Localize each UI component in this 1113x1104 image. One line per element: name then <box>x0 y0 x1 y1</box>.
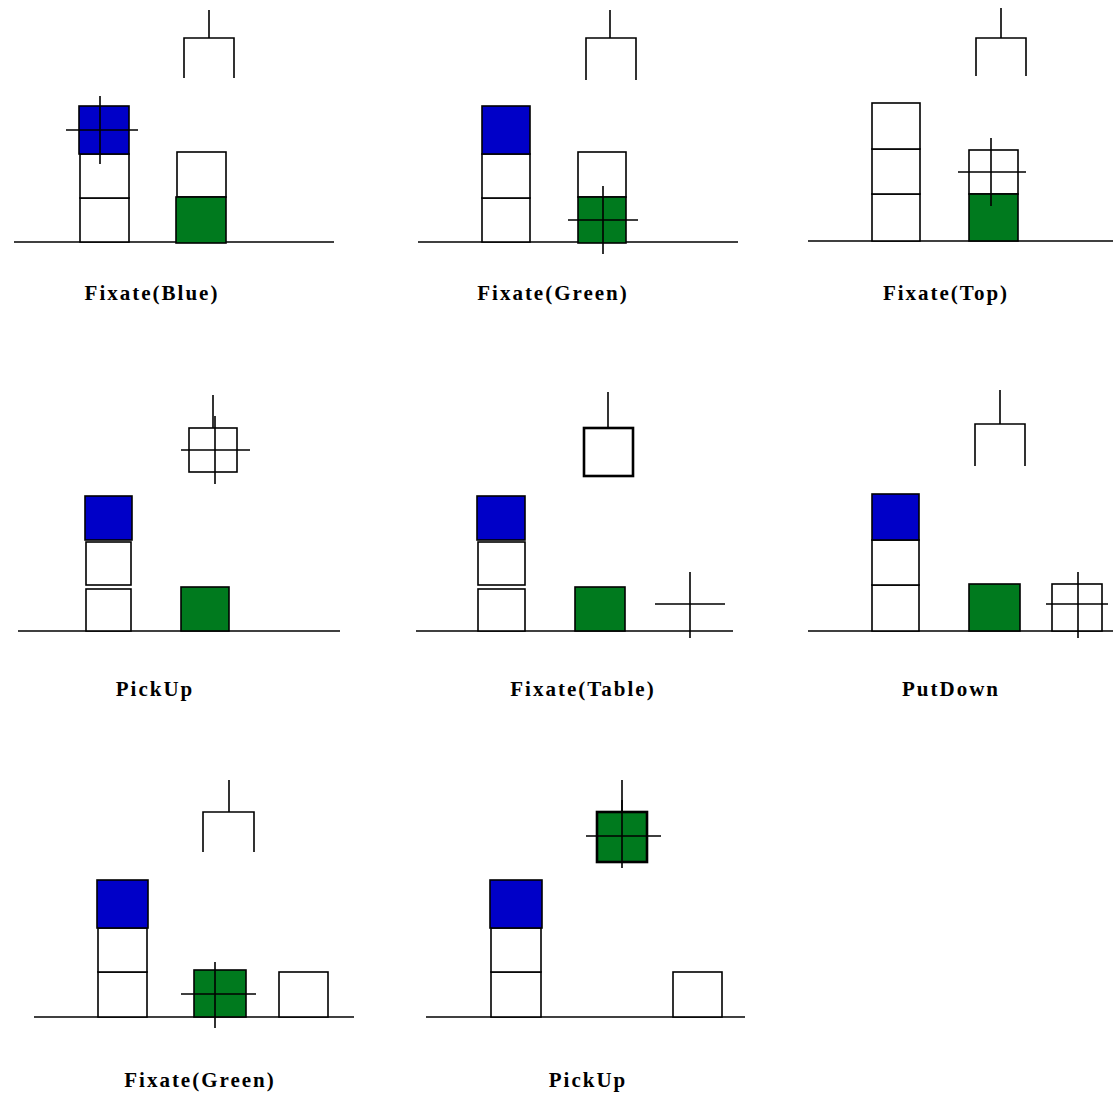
block <box>1052 584 1102 631</box>
block <box>872 540 919 585</box>
caption-slot: PickUp <box>116 677 195 702</box>
blue-block <box>872 494 919 540</box>
panel <box>418 10 738 254</box>
block <box>872 103 920 149</box>
caption-slot: PickUp <box>549 1068 628 1093</box>
gripper <box>586 10 636 80</box>
panel <box>808 390 1113 638</box>
table-line <box>808 240 1113 242</box>
block <box>86 542 131 585</box>
block <box>491 928 541 972</box>
block <box>279 972 328 1017</box>
action-label: PickUp <box>116 677 195 702</box>
crosshair <box>958 138 1026 206</box>
block <box>872 149 920 194</box>
blue-block <box>482 106 530 154</box>
crosshair <box>655 572 725 638</box>
blue-block <box>97 880 148 928</box>
block <box>478 542 525 585</box>
table-line <box>18 630 340 632</box>
green-block <box>575 587 625 631</box>
panel <box>14 10 334 243</box>
block <box>673 972 722 1017</box>
green-block <box>181 587 229 631</box>
block <box>98 928 147 972</box>
caption-slot: Fixate(Top) <box>883 281 1009 306</box>
gripper <box>607 392 609 428</box>
caption-slot: Fixate(Green) <box>477 281 629 306</box>
crosshair <box>568 186 638 254</box>
block <box>177 152 226 197</box>
crosshair <box>181 962 256 1028</box>
crosshair <box>586 800 661 868</box>
action-label: PickUp <box>549 1068 628 1093</box>
action-label: Fixate(Blue) <box>85 281 220 306</box>
crosshair <box>181 416 250 484</box>
panel <box>416 392 733 638</box>
block <box>482 154 530 198</box>
blue-block <box>477 496 525 540</box>
block <box>478 589 525 631</box>
caption-slot: Fixate(Table) <box>510 677 655 702</box>
block <box>80 154 129 198</box>
green-block <box>969 584 1020 631</box>
action-label: Fixate(Table) <box>510 677 655 702</box>
panel <box>426 780 745 1017</box>
block <box>491 972 541 1017</box>
green-block <box>176 197 226 243</box>
blue-block <box>490 880 542 928</box>
panel <box>18 395 340 631</box>
crosshair <box>1046 572 1108 638</box>
held-block <box>584 428 633 476</box>
block <box>578 152 626 197</box>
gripper <box>184 10 234 78</box>
action-label: PutDown <box>902 677 1000 702</box>
blue-block <box>85 496 132 540</box>
action-label: Fixate(Green) <box>124 1068 276 1093</box>
block <box>872 585 919 631</box>
block <box>86 589 131 631</box>
gripper <box>212 395 214 428</box>
block <box>872 194 920 241</box>
caption-slot: PutDown <box>902 677 1000 702</box>
panel <box>34 780 354 1028</box>
block <box>98 972 147 1017</box>
gripper <box>976 8 1026 76</box>
green-block <box>969 194 1018 241</box>
block <box>482 198 530 242</box>
gripper <box>975 390 1025 466</box>
caption-slot: Fixate(Green) <box>124 1068 276 1093</box>
table-line <box>14 241 334 243</box>
crosshair <box>66 96 138 164</box>
gripper <box>203 780 254 852</box>
caption-slot: Fixate(Blue) <box>85 281 220 306</box>
block <box>80 198 129 242</box>
action-label: Fixate(Top) <box>883 281 1009 306</box>
action-label: Fixate(Green) <box>477 281 629 306</box>
panel <box>808 8 1113 241</box>
